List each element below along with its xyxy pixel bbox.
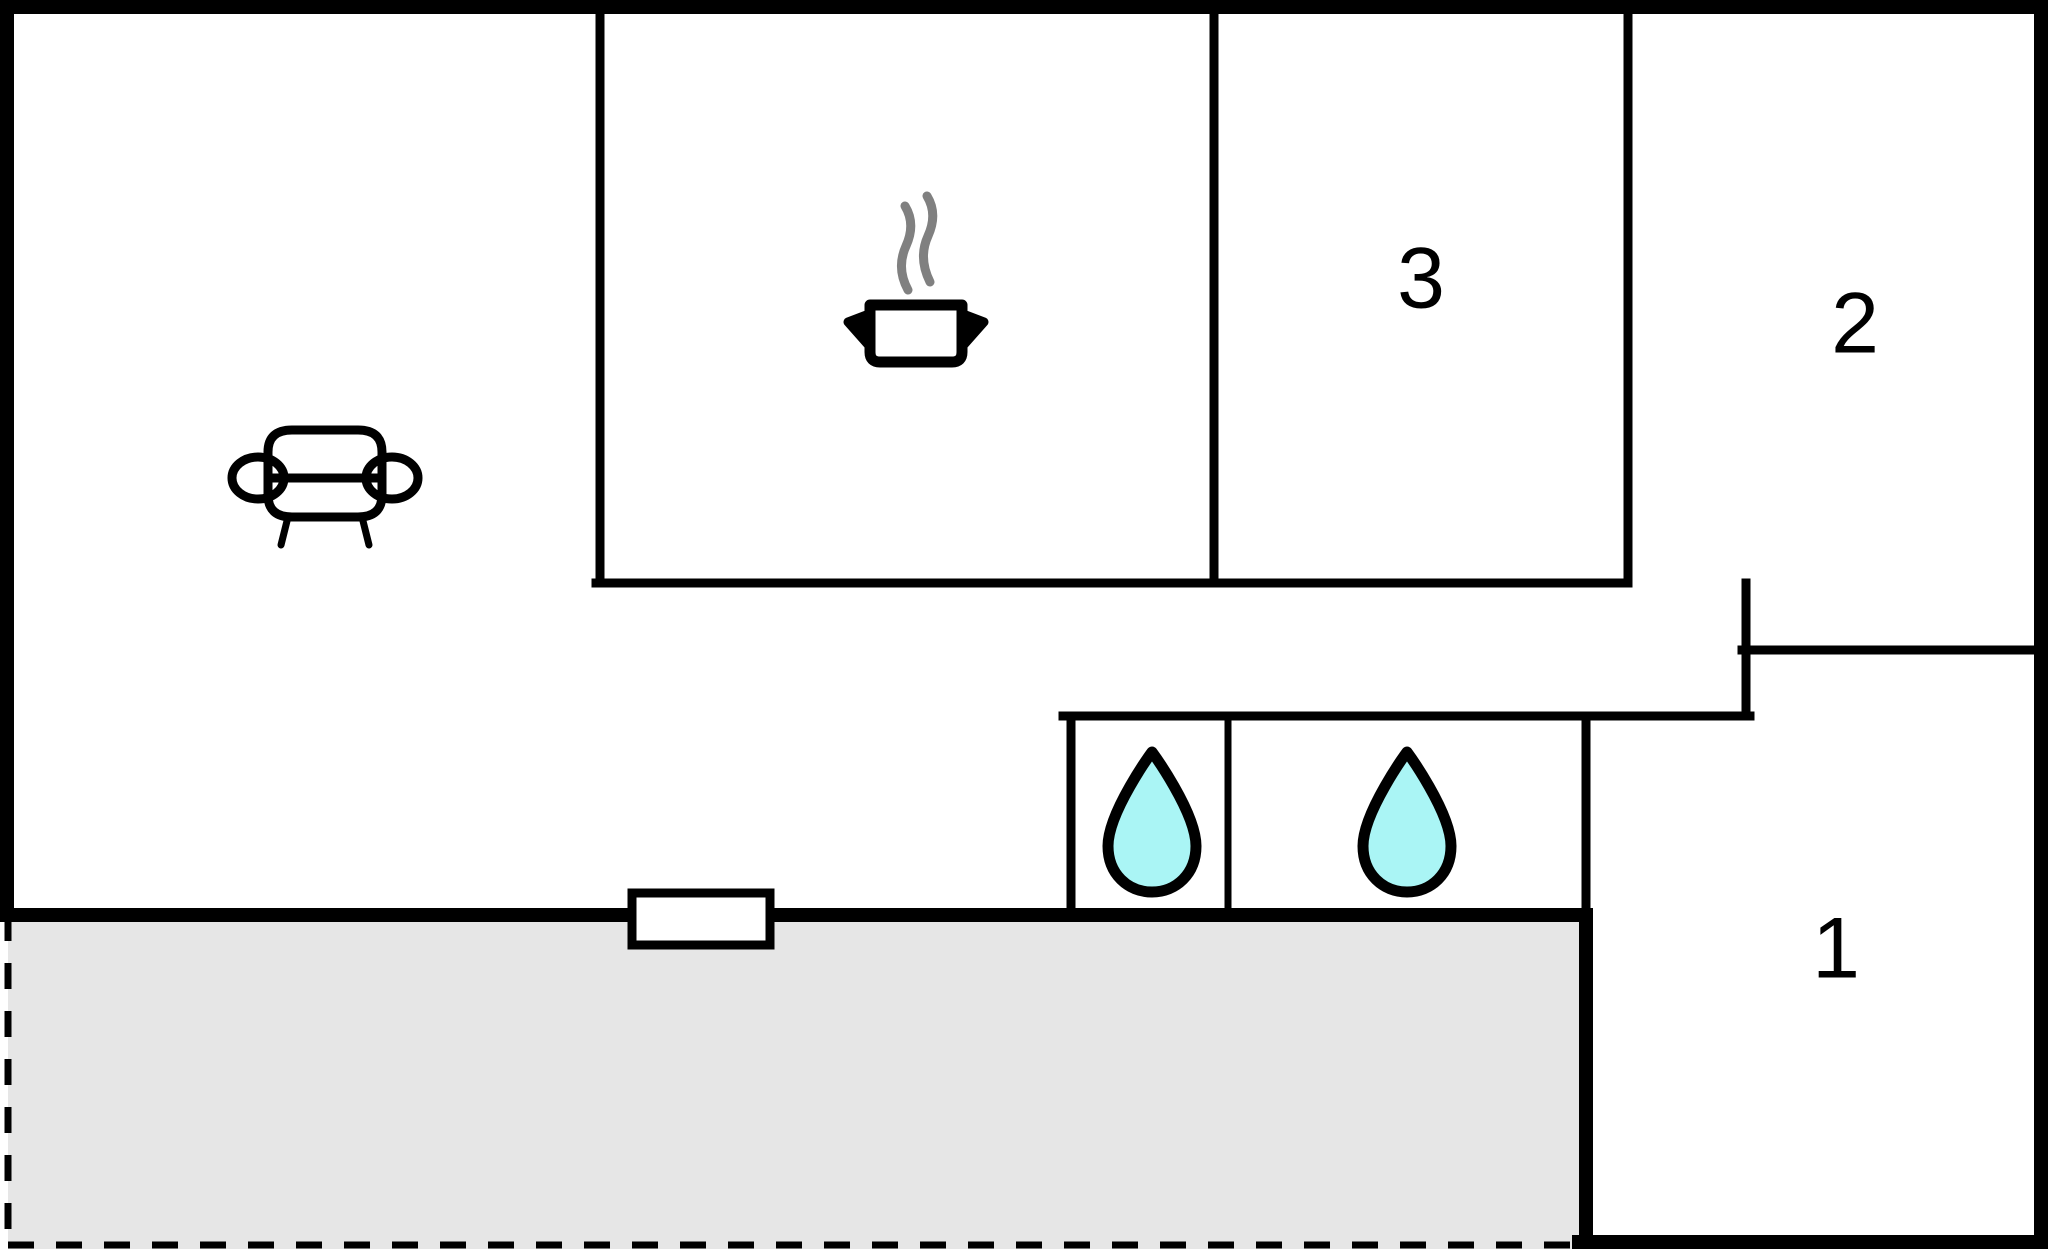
room-number-3: 3	[1397, 231, 1445, 327]
door-opening[interactable]	[627, 888, 775, 950]
sofa-leg-right	[358, 513, 373, 549]
cooking-pot-icon	[843, 191, 989, 368]
steam-wisp-right	[919, 191, 938, 287]
steam-wisp-left	[897, 201, 916, 295]
interior-walls	[591, 2, 2048, 924]
terrace-area	[4, 915, 1580, 1249]
water-drop-shape-left	[1102, 746, 1202, 898]
water-drop-icon-right	[1357, 746, 1457, 898]
sofa-leg-left	[277, 513, 292, 549]
room-number-2: 2	[1831, 276, 1879, 372]
sofa-backrest	[263, 425, 387, 483]
sofa-armrest-right	[361, 452, 423, 504]
pot-body	[864, 299, 968, 368]
room-number-1: 1	[1812, 901, 1860, 997]
sofa-armrest-left	[227, 452, 289, 504]
water-drop-shape-right	[1357, 746, 1457, 898]
terrace-fill	[8, 915, 1580, 1249]
door-leaf[interactable]	[627, 888, 775, 950]
water-drop-icon-left	[1102, 746, 1202, 898]
steam-icon	[897, 191, 938, 295]
sofa-icon	[227, 425, 423, 549]
